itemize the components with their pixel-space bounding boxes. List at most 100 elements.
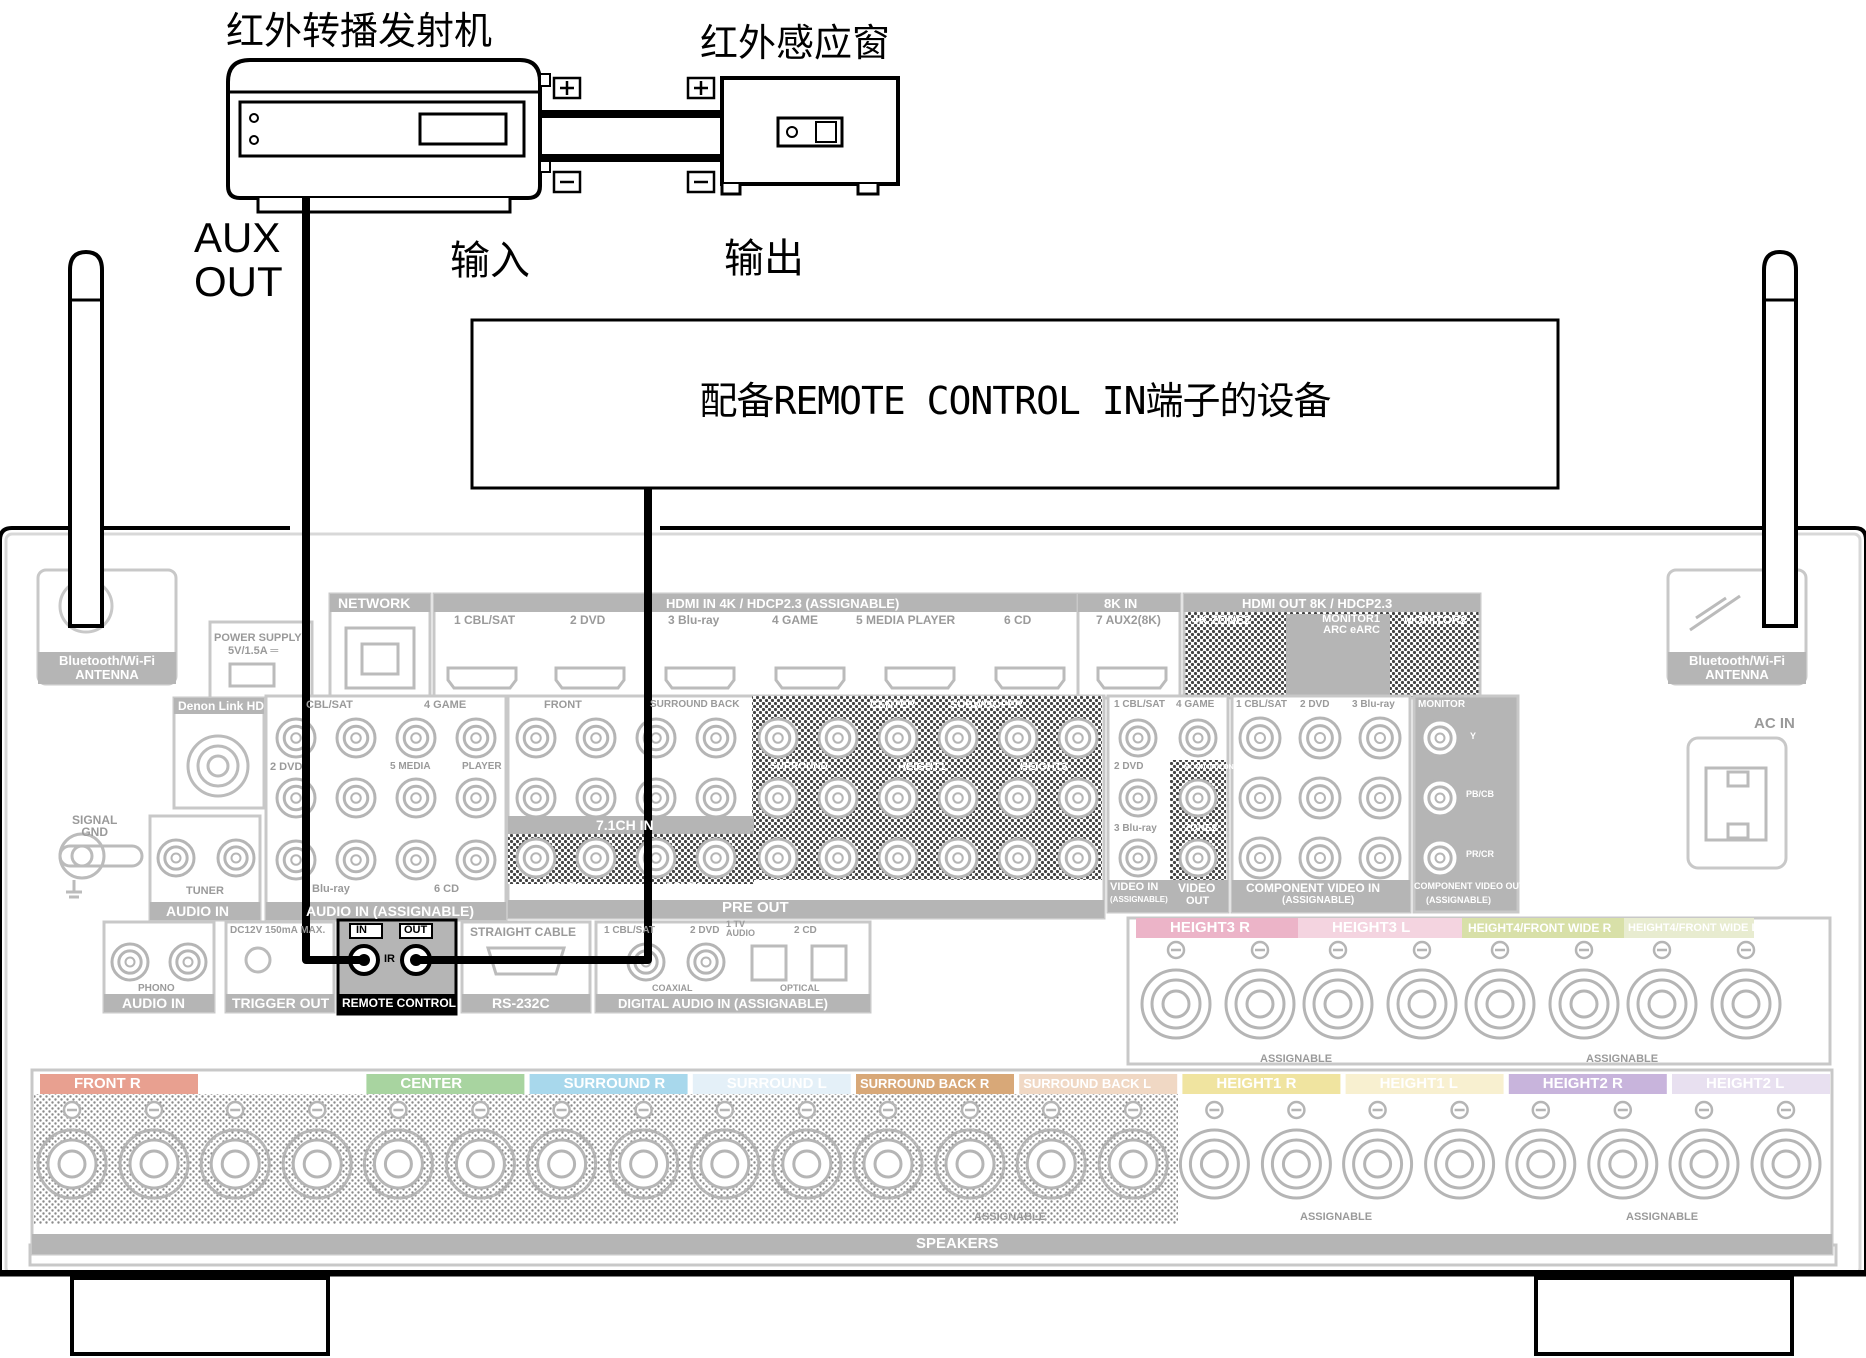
lower-speaker-label: SURROUND BACK L <box>1023 1076 1152 1091</box>
speaker-terminal <box>1260 1128 1332 1200</box>
speaker-color-bar <box>1182 1074 1341 1094</box>
lower-speaker-bars <box>40 1074 1830 1094</box>
rca-jack <box>695 777 737 819</box>
speaker-terminal <box>36 1128 108 1200</box>
upper-assignable-1: ASSIGNABLE <box>1260 1053 1333 1065</box>
audio-in-lbl-4: 5 MEDIA <box>390 761 431 772</box>
audio-in-lbl-5: PLAYER <box>462 761 502 772</box>
video-lbl-7: VIDEO IN <box>1110 881 1159 893</box>
rca-jack <box>635 777 677 819</box>
video-lbl-6: ZONE2 <box>1184 823 1218 834</box>
rca-jack <box>997 777 1039 819</box>
monitor-lbl-assign: (ASSIGNABLE) <box>1426 895 1491 905</box>
rca-jack <box>997 717 1039 759</box>
polarity-mark <box>1776 1100 1796 1120</box>
rca-jack <box>395 777 437 819</box>
speaker-terminal <box>689 1128 761 1200</box>
hdmi-port <box>446 666 518 690</box>
rca-jack <box>110 942 150 982</box>
polarity-mark <box>1328 940 1348 960</box>
rca-jack <box>1298 716 1342 760</box>
rca-jack <box>695 717 737 759</box>
video-lbl-4: MONITOR/ZONE2 <box>1184 764 1243 771</box>
rca-jack <box>1420 718 1460 758</box>
upper-assignable-2: ASSIGNABLE <box>1586 1053 1659 1065</box>
hdmi-in-header: HDMI IN 4K / HDCP2.3 (ASSIGNABLE) <box>666 596 900 611</box>
rca-jack <box>937 837 979 879</box>
preout-lbl-subwoofer: SUBWOOFER <box>950 699 1023 711</box>
rca-jack <box>1178 778 1218 818</box>
seven-one-ch-label: 7.1CH IN <box>596 817 654 833</box>
rs232c-label: RS-232C <box>492 995 550 1011</box>
rca-jack <box>817 777 859 819</box>
preout-lbl-zone2: ZONE2 <box>546 881 583 893</box>
speaker-color-bar <box>1345 1074 1504 1094</box>
speaker-color-bar <box>40 1074 198 1094</box>
rca-jack <box>335 839 377 881</box>
polarity-mark <box>1613 1100 1633 1120</box>
polarity-mark <box>1250 940 1270 960</box>
digital-lbl-6: OPTICAL <box>780 983 820 993</box>
trigger-dc-label: DC12V 150mA MAX. <box>230 925 326 936</box>
component-lbl-5: (ASSIGNABLE) <box>1282 895 1355 906</box>
speaker-terminal <box>1587 1128 1659 1200</box>
rca-jack <box>1420 838 1460 878</box>
speaker-terminal <box>1668 1128 1740 1200</box>
rca-jack <box>1057 777 1099 819</box>
hdmi-in-7: 7 AUX2(8K) <box>1096 613 1161 627</box>
rca-jack <box>168 942 208 982</box>
hdmi-in-5: 5 MEDIA PLAYER <box>856 613 956 627</box>
output-label: 输出 <box>724 236 804 282</box>
speaker-terminal <box>1178 1128 1250 1200</box>
aux-out-line2: OUT <box>194 258 283 305</box>
rca-jack <box>817 717 859 759</box>
hdmi-out-1: 4K ZONE2 <box>1192 613 1251 627</box>
speaker-color-bar <box>529 1074 688 1094</box>
trigger-out-label: TRIGGER OUT <box>232 995 330 1011</box>
bt-antenna-left-label: Bluetooth/Wi-Fi ANTENNA <box>38 654 176 682</box>
antenna-right <box>1666 249 1808 686</box>
rca-jack <box>695 837 737 879</box>
polarity-mark <box>1694 1100 1714 1120</box>
speaker-terminal <box>1015 1128 1087 1200</box>
speaker-color-bar <box>1019 1074 1178 1094</box>
speaker-color-bar <box>1508 1074 1667 1094</box>
hdmi-port <box>1096 666 1168 690</box>
preout-lbl-surround: SURROUND <box>770 761 828 772</box>
rca-jack <box>1298 836 1342 880</box>
remote-out-label: OUT <box>404 924 428 936</box>
preout-lbl-height4: HEIGHT4/FRONT WIDE <box>996 883 1095 893</box>
speaker-terminal <box>281 1128 353 1200</box>
rs232c-block <box>460 920 592 1014</box>
lower-assignable-2: ASSIGNABLE <box>1300 1211 1373 1223</box>
phono-audio-in: AUDIO IN <box>122 995 185 1011</box>
speaker-terminal <box>1750 1128 1822 1200</box>
trigger-block <box>224 920 336 1014</box>
polarity-mark <box>1287 1100 1306 1120</box>
ir-repeater-device <box>226 58 551 214</box>
rca-jack <box>635 717 677 759</box>
ir-sensor-device <box>720 76 900 196</box>
bt-left-line1: Bluetooth/Wi-Fi <box>59 653 155 668</box>
video-lbl-8: (ASSIGNABLE) <box>1110 895 1168 904</box>
polarity-mark <box>1123 1100 1143 1120</box>
rca-jack <box>1057 837 1099 879</box>
speaker-terminal <box>526 1128 598 1200</box>
lower-speaker-label: HEIGHT2 R <box>1542 1075 1623 1092</box>
hdmi-port <box>774 666 846 690</box>
rca-jack <box>335 777 377 819</box>
polarity-mark <box>62 1100 82 1120</box>
digital-lbl-3: 1 TV AUDIO <box>726 919 755 938</box>
speaker-terminal <box>444 1128 516 1200</box>
input-label: 输入 <box>450 238 530 284</box>
rca-jack <box>455 777 497 819</box>
audio-in-lbl-3: 2 DVD <box>270 761 303 773</box>
lower-speaker-label: SURROUND R <box>563 1075 666 1092</box>
rca-jack <box>156 838 196 878</box>
rca-jack <box>395 717 437 759</box>
hdmi-out-2: MONITOR1 ARC eARC <box>1322 613 1380 636</box>
rca-jack <box>937 777 979 819</box>
hdmi-in-8k-header: 8K IN <box>1104 596 1138 611</box>
rca-jack <box>817 837 859 879</box>
